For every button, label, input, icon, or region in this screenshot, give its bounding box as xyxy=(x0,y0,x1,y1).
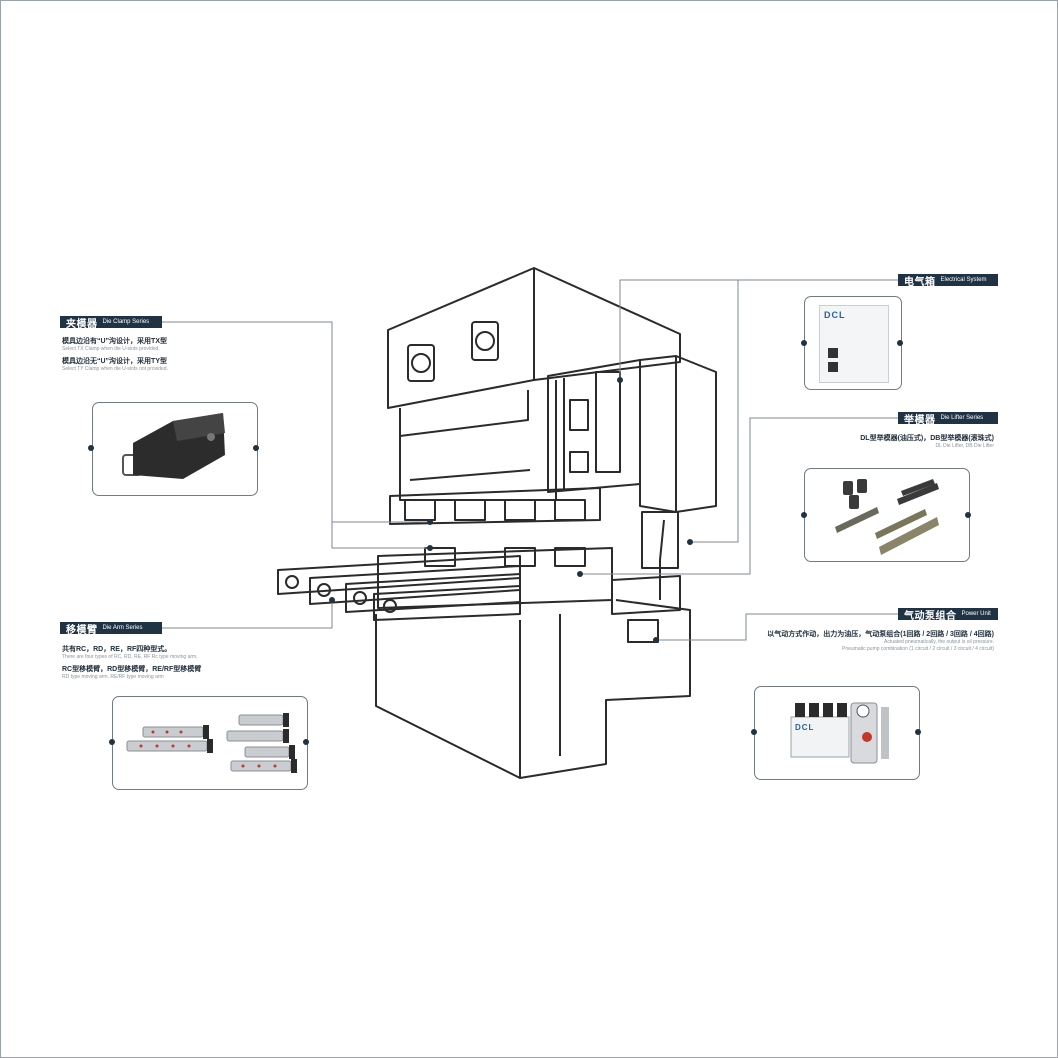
die-clamp-card-left-dot xyxy=(88,445,94,451)
die-clamp-line2-cn: 模具边沿无“U”沟设计，采用TY型 xyxy=(62,358,167,365)
die-lifter-line1-cn: DL型举模器(油压式)，DB型举模器(滚珠式) xyxy=(860,435,994,442)
power-unit-line1-cn: 以气动方式作动，出力为油压，气动泵组合(1回路 / 2回路 / 3回路 / 4回… xyxy=(767,631,994,638)
die-clamp-title: 夹模器 Die Clamp Series xyxy=(60,316,162,330)
die-arm-card-right-dot xyxy=(303,739,309,745)
power-unit-card-right-dot xyxy=(915,729,921,735)
power-unit-line2-en: Pneumatic pump combination (1 circuit / … xyxy=(842,646,994,652)
die-arm-card-left-dot xyxy=(109,739,115,745)
die-lifter-line1-en: DL Die Lifter, DB Die Lifter xyxy=(935,443,994,449)
electrical-card-left-dot xyxy=(801,340,807,346)
electrical-box-logo: DCL xyxy=(824,310,846,320)
die-clamp-image xyxy=(122,413,225,479)
power-unit-image xyxy=(790,702,889,764)
die-lifter-card xyxy=(804,468,970,562)
die-arm-line1-cn: 共有RC，RD，RE，RF四种型式。 xyxy=(62,646,172,653)
leader-dots xyxy=(329,377,693,643)
die-lifter-title: 举模器 Die Lifter Series xyxy=(898,412,998,426)
die-clamp-title-cn: 夹模器 xyxy=(66,318,98,330)
die-clamp-card xyxy=(92,402,258,496)
power-unit-logo: DCL xyxy=(795,723,815,732)
die-arm-description: 共有RC，RD，RE，RF四种型式。 There are four types … xyxy=(62,645,201,681)
die-clamp-line2-en: Select TY Clamp when die U-slots not pro… xyxy=(62,366,168,372)
die-arm-card xyxy=(112,696,308,790)
electrical-card: DCL xyxy=(804,296,902,390)
power-unit-title: 气动泵组合 Power Unit xyxy=(898,608,998,622)
die-arm-title-cn: 移模臂 xyxy=(66,624,98,636)
die-lifter-card-left-dot xyxy=(801,512,807,518)
power-unit-card: DCL xyxy=(754,686,920,780)
electrical-card-right-dot xyxy=(897,340,903,346)
die-lifter-card-right-dot xyxy=(965,512,971,518)
leader-lines xyxy=(162,279,898,641)
die-clamp-card-right-dot xyxy=(253,445,259,451)
electrical-title-en: Electrical System xyxy=(940,277,987,283)
power-unit-title-en: Power Unit xyxy=(961,611,991,617)
warning-label-icon xyxy=(828,362,838,372)
die-arm-image xyxy=(126,713,297,773)
die-clamp-line1-en: Select TX Clamp when die U-slots provide… xyxy=(62,346,160,352)
die-lifter-title-en: Die Lifter Series xyxy=(940,415,984,421)
electrical-box-image: DCL xyxy=(819,305,889,383)
die-clamp-line1-cn: 模具边沿有“U”沟设计，采用TX型 xyxy=(62,338,167,345)
power-unit-card-left-dot xyxy=(751,729,757,735)
die-arm-title-en: Die Arm Series xyxy=(102,625,143,631)
die-lifter-image xyxy=(835,479,939,555)
electrical-title-cn: 电气箱 xyxy=(904,276,936,288)
die-lifter-title-cn: 举模器 xyxy=(904,414,936,426)
die-clamp-description: 模具边沿有“U”沟设计，采用TX型 Select TX Clamp when d… xyxy=(62,337,168,373)
die-lifter-description: DL型举模器(油压式)，DB型举模器(滚珠式) DL Die Lifter, D… xyxy=(860,434,994,450)
die-arm-line2-cn: RC型移模臂，RD型移模臂，RE/RF型移模臂 xyxy=(62,666,202,673)
electrical-title: 电气箱 Electrical System xyxy=(898,274,998,288)
warning-label-icon xyxy=(828,348,838,358)
die-arm-title: 移模臂 Die Arm Series xyxy=(60,622,162,636)
power-unit-title-cn: 气动泵组合 xyxy=(904,610,957,622)
power-unit-description: 以气动方式作动，出力为油压，气动泵组合(1回路 / 2回路 / 3回路 / 4回… xyxy=(767,630,994,653)
press-machine-outline xyxy=(277,267,717,779)
power-unit-line1-en: Actuated pneumatically, the output is oi… xyxy=(884,639,994,645)
die-clamp-title-en: Die Clamp Series xyxy=(102,319,150,325)
die-arm-line2-en: RD type moving arm, RE/RF type moving ar… xyxy=(62,674,164,680)
die-arm-line1-en: There are four types of RC, RD, RE, RF R… xyxy=(62,654,198,660)
